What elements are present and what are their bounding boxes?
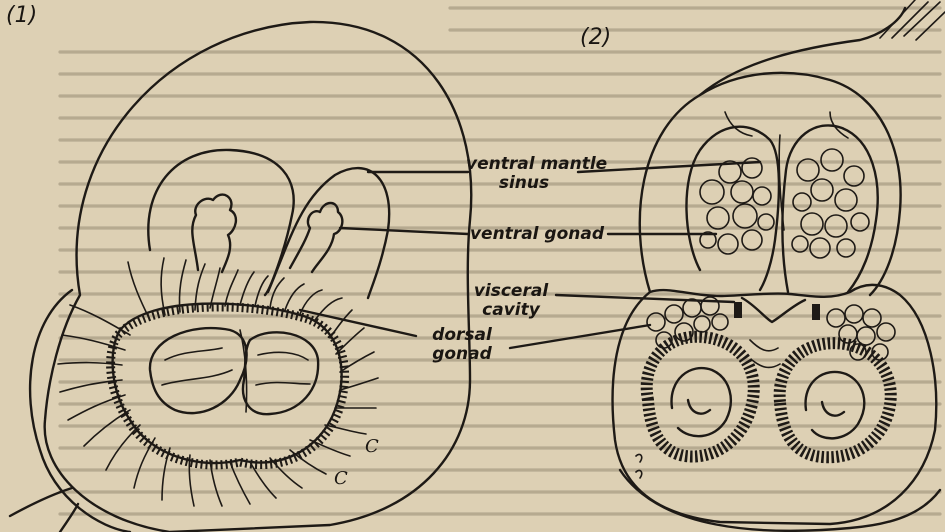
- label-ventral-mantle-sinus-line1: ventral mantle: [466, 155, 582, 174]
- specimen-1: [10, 22, 471, 532]
- label-ventral-gonad: ventral gonad: [464, 225, 610, 244]
- specimen-2-ventral-gonad-right: [792, 149, 869, 258]
- specimen-2-cavity-mark-right: [812, 304, 820, 320]
- specimen-2-lophophore-left: [647, 337, 754, 457]
- label-dorsal-gonad-line1: dorsal: [414, 326, 510, 345]
- background-text-bleed: [60, 8, 940, 514]
- specimen-1-sinus-right: [268, 168, 389, 298]
- mark-c-upper: C: [365, 436, 379, 457]
- specimen-2-cavity-mark-left: [734, 302, 742, 318]
- label-ventral-mantle-sinus-line2: sinus: [466, 174, 582, 193]
- panel-2-label: (2): [580, 25, 611, 50]
- specimen-2-bottom-edge: [620, 470, 940, 531]
- specimen-1-gonad-folds: [162, 330, 310, 412]
- specimen-1-ventral-gonad-right: [290, 203, 342, 272]
- label-visceral-cavity: visceral cavity: [464, 282, 558, 320]
- specimen-1-shell-outline: [45, 22, 472, 532]
- specimen-1-pedicle-line: [10, 488, 72, 516]
- specimen-2: [613, 0, 945, 531]
- specimen-2-lophophore-center: [750, 340, 780, 367]
- specimen-2-visceral-cavity: [742, 298, 805, 322]
- specimen-1-dorsal-gonad-right: [243, 332, 318, 414]
- label-visceral-cavity-line1: visceral: [464, 282, 558, 301]
- label-ventral-mantle-sinus: ventral mantle sinus: [466, 155, 582, 193]
- panel-1-label: (1): [6, 3, 37, 28]
- mark-c-lower: C: [334, 468, 348, 489]
- label-dorsal-gonad: dorsal gonad: [414, 326, 510, 364]
- specimen-2-hinge-strokes: [880, 0, 945, 40]
- specimen-2-small-mark-1: [636, 454, 642, 462]
- specimen-1-lower-edge: [60, 504, 78, 532]
- specimen-2-sinus-left: [686, 127, 778, 290]
- label-visceral-cavity-line2: cavity: [464, 301, 558, 320]
- label-dorsal-gonad-line2: gonad: [414, 345, 510, 364]
